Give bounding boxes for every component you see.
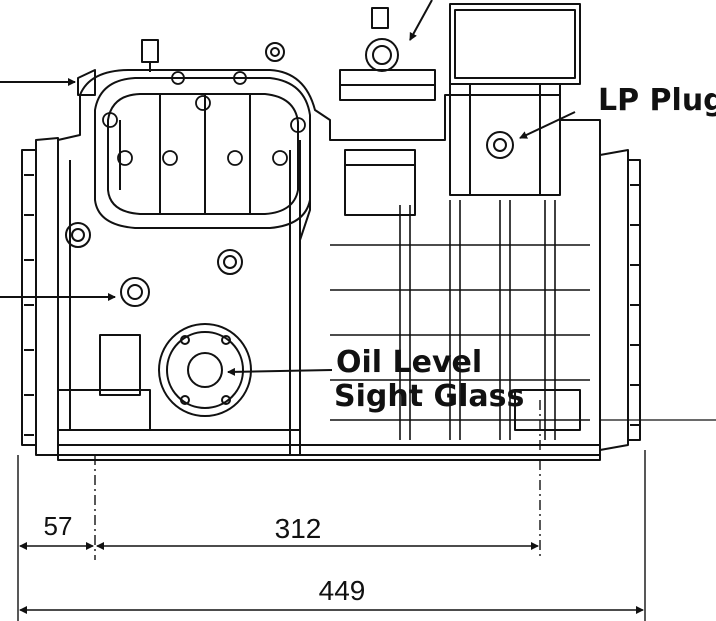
- oil-level-label-line1: Oil Level: [336, 345, 482, 380]
- mount-block: [344, 149, 416, 216]
- cylinder-head: [94, 77, 311, 229]
- oil-sight-glass: [158, 323, 333, 417]
- lp-plug-port: [486, 111, 576, 159]
- cooling-ribs: [330, 200, 590, 440]
- crankcase-plugs: [0, 222, 243, 307]
- dimension-449: 449: [319, 575, 366, 606]
- oil-level-label-line2: Sight Glass: [334, 379, 524, 414]
- terminal-box: [449, 3, 581, 196]
- head-bolts: [102, 71, 306, 166]
- dimension-lines: [17, 400, 646, 621]
- dimension-312: 312: [275, 513, 322, 544]
- dimension-57: 57: [44, 511, 73, 541]
- right-end-cover: [599, 149, 716, 451]
- lp-plug-label: LP Plug: [598, 83, 716, 118]
- mounting-feet: [57, 334, 581, 431]
- top-fittings: [0, 0, 436, 101]
